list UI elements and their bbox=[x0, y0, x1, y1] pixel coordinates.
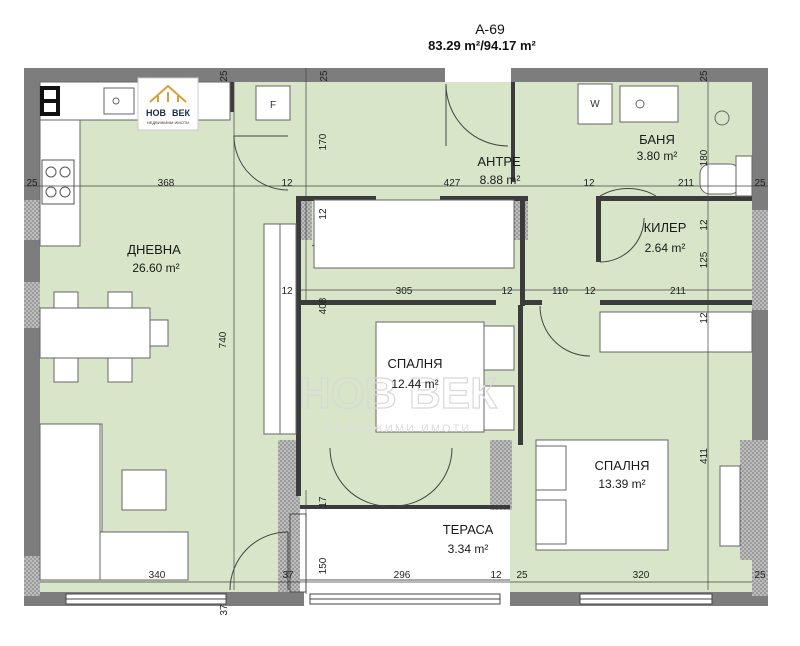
logo-tagline: НЕДВИЖИМИ ИМОТИ bbox=[147, 120, 189, 125]
dim-v-12-c: 12 bbox=[699, 312, 710, 324]
bath-fixtures bbox=[619, 85, 753, 197]
washer-label: W bbox=[590, 99, 600, 110]
dim-row1-living: 368 bbox=[158, 178, 175, 189]
sink bbox=[103, 87, 135, 115]
bedroom1-name: СПАЛНЯ bbox=[388, 356, 443, 371]
terrace-name: ТЕРАСА bbox=[443, 522, 494, 537]
dim-v-12-a: 12 bbox=[318, 208, 329, 220]
hall-name: АНТРЕ bbox=[477, 154, 521, 169]
kitchen-counter bbox=[39, 81, 231, 121]
bedroom2-area: 13.39 m² bbox=[598, 477, 645, 491]
sofa bbox=[39, 423, 189, 581]
bedroom2-name: СПАЛНЯ bbox=[595, 458, 650, 473]
dining-set bbox=[39, 291, 169, 383]
dim-v-125: 125 bbox=[699, 251, 710, 268]
dim-bot-25b: 25 bbox=[754, 570, 766, 581]
unit-id: A-69 bbox=[475, 21, 505, 37]
dim-v-150: 150 bbox=[318, 557, 329, 574]
dim-row1-bath: 211 bbox=[678, 178, 694, 189]
dimension-labels: 25 25 25 25 368 12 427 12 211 25 170 180… bbox=[26, 70, 766, 616]
dim-v-17: 17 bbox=[318, 496, 329, 508]
watermark: НОВ ВЕК НЕДВИЖИМИ ИМОТИ bbox=[298, 368, 497, 435]
dim-row2-211: 211 bbox=[670, 286, 686, 297]
dim-bot-37: 37 bbox=[282, 570, 294, 581]
dim-row1-left-wall: 25 bbox=[26, 178, 38, 189]
dimension-lines bbox=[24, 68, 768, 594]
dim-bot-296: 296 bbox=[394, 570, 411, 581]
watermark-sub: НЕДВИЖИМИ ИМОТИ bbox=[325, 423, 471, 435]
kitchen-side-counter bbox=[39, 119, 81, 247]
windows bbox=[65, 593, 713, 605]
terrace-area: 3.34 m² bbox=[448, 542, 489, 556]
logo-word-right: ВЕК bbox=[172, 108, 191, 118]
bedroom1-area: 12.44 m² bbox=[391, 377, 438, 391]
dim-top-wall-1: 25 bbox=[219, 70, 230, 82]
dim-v-740: 740 bbox=[218, 331, 229, 348]
dim-v-408: 408 bbox=[318, 297, 329, 314]
room-labels: ДНЕВНА 26.60 m² АНТРЕ 8.88 m² БАНЯ 3.80 … bbox=[127, 132, 686, 556]
dim-row2-p1: 12 bbox=[281, 286, 293, 297]
wardrobes bbox=[263, 83, 753, 547]
hob bbox=[41, 159, 75, 205]
dim-row1-right-wall: 25 bbox=[754, 178, 766, 189]
unit-areas: 83.29 m²/94.17 m² bbox=[428, 38, 536, 53]
beds bbox=[375, 321, 669, 551]
dim-v-170: 170 bbox=[318, 133, 329, 150]
storage-name: КИЛЕР bbox=[644, 220, 687, 235]
logo-word-left: НОВ bbox=[146, 108, 167, 118]
dim-row2-p3: 12 bbox=[584, 286, 596, 297]
dim-bot-320: 320 bbox=[633, 570, 650, 581]
interior-walls bbox=[230, 82, 752, 509]
dim-row1-p2: 12 bbox=[583, 178, 595, 189]
dim-bot-340: 340 bbox=[149, 570, 166, 581]
dim-top-wall-2: 25 bbox=[319, 70, 330, 82]
living-name: ДНЕВНА bbox=[127, 242, 181, 257]
dim-bot-37b: 37 bbox=[219, 604, 230, 616]
bath-name: БАНЯ bbox=[639, 132, 675, 147]
dim-bot-25a: 25 bbox=[516, 570, 528, 581]
dim-v-12-b: 12 bbox=[699, 219, 710, 231]
logo: НОВ ВЕК НЕДВИЖИМИ ИМОТИ bbox=[137, 77, 199, 131]
dim-v-180: 180 bbox=[699, 149, 710, 166]
dim-top-wall-3: 25 bbox=[699, 70, 710, 82]
dim-row1-hall: 427 bbox=[444, 178, 461, 189]
fridge bbox=[255, 85, 291, 121]
dim-v-411: 411 bbox=[699, 448, 710, 464]
hall-area: 8.88 m² bbox=[480, 173, 521, 187]
dim-row2-bed: 305 bbox=[396, 286, 413, 297]
doors bbox=[229, 83, 657, 591]
dim-row2-p2: 12 bbox=[501, 286, 513, 297]
fridge-label: F bbox=[270, 100, 276, 111]
bath-area: 3.80 m² bbox=[637, 149, 678, 163]
storage-area: 2.64 m² bbox=[645, 241, 686, 255]
living-area: 26.60 m² bbox=[132, 261, 179, 275]
watermark-main: НОВ ВЕК bbox=[299, 369, 497, 418]
dim-row1-p1: 12 bbox=[281, 178, 293, 189]
dim-row2-110: 110 bbox=[552, 286, 568, 297]
dim-bot-12: 12 bbox=[490, 570, 502, 581]
